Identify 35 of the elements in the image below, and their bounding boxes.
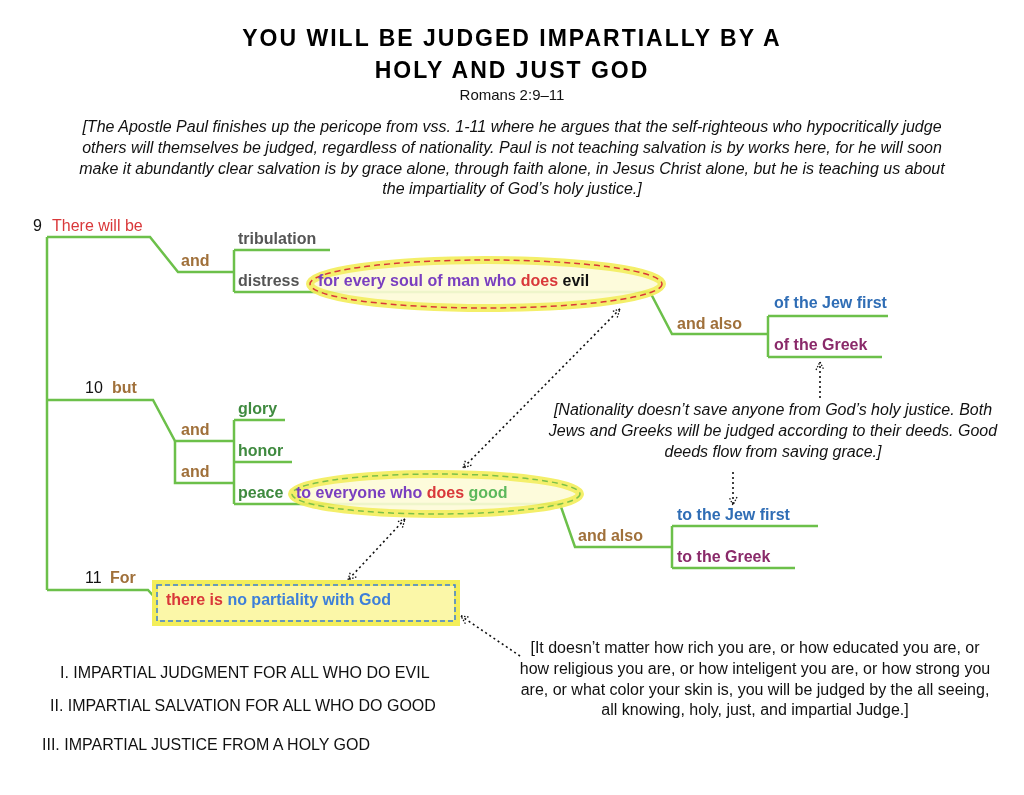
phrase-text: distress <box>238 273 300 289</box>
connective-word: and also <box>677 316 742 332</box>
verse-number: 9 <box>33 218 42 234</box>
phrase-text: There will be <box>52 218 143 234</box>
dotted-arrow <box>728 471 738 506</box>
dotted-arrow <box>815 361 825 399</box>
phrase-text: for every soul of man who does evil <box>318 273 590 289</box>
title: YOU WILL BE JUDGED IMPARTIALLY BY A HOLY AND JUST GOD <box>241 24 783 85</box>
phrase-text: to the Greek <box>677 549 771 565</box>
phrase-text: honor <box>238 443 284 459</box>
note-text: [Nationality doesn’t save anyone from God’s holy justice. Both Jews and Greeks will be judged according to their deeds. Good deeds flow from saving grace.] <box>538 400 1008 463</box>
connective-word: and <box>181 464 210 480</box>
phrase-text: to the Jew first <box>677 507 790 523</box>
connective-word: but <box>112 380 137 396</box>
connective-word: and <box>181 253 210 269</box>
intro-paragraph: [The Apostle Paul finishes up the pericope from vss. 1-11 where he argues that the self-righteous who hypocritically judge others will themselves be judged, regardless of nationality. Paul is not teaching salvation is by works here, for he will soon make it abundantly clear salvation is by grace alone, through faith alone, in Jesus Christ alone, but he is teaching us about the impartiality of God’s holy justice.] <box>78 117 946 200</box>
phrase-text: peace <box>238 485 284 501</box>
outline-point: II. IMPARTIAL SALVATION FOR ALL WHO DO GOOD <box>50 698 436 714</box>
reference-citation: Romans 2:9–11 <box>458 87 566 102</box>
phrase-text: tribulation <box>238 231 317 247</box>
phrase-text: there is no partiality with God <box>166 592 391 608</box>
verse-number: 10 <box>85 380 103 396</box>
connective-word: and <box>181 422 210 438</box>
outline-point: I. IMPARTIAL JUDGMENT FOR ALL WHO DO EVIL <box>60 665 430 681</box>
connective-word: For <box>110 570 136 586</box>
outline-point: III. IMPARTIAL JUSTICE FROM A HOLY GOD <box>42 737 371 753</box>
dotted-arrow <box>462 308 621 469</box>
phrase-text: of the Jew first <box>774 295 887 311</box>
note-text: [It doesn’t matter how rich you are, or how educated you are, or how religious you are, or how inteligent you are, or how strong you are, or what color your skin is, you will be judged by the all seeing, all knowing, holy, just, and impartial Judge.] <box>515 638 995 722</box>
phrase-text: glory <box>238 401 278 417</box>
phrase-text: of the Greek <box>774 337 868 353</box>
dotted-arrow <box>460 615 521 657</box>
dotted-arrow <box>347 518 406 581</box>
verse-number: 11 <box>85 570 102 586</box>
connective-word: and also <box>578 528 643 544</box>
